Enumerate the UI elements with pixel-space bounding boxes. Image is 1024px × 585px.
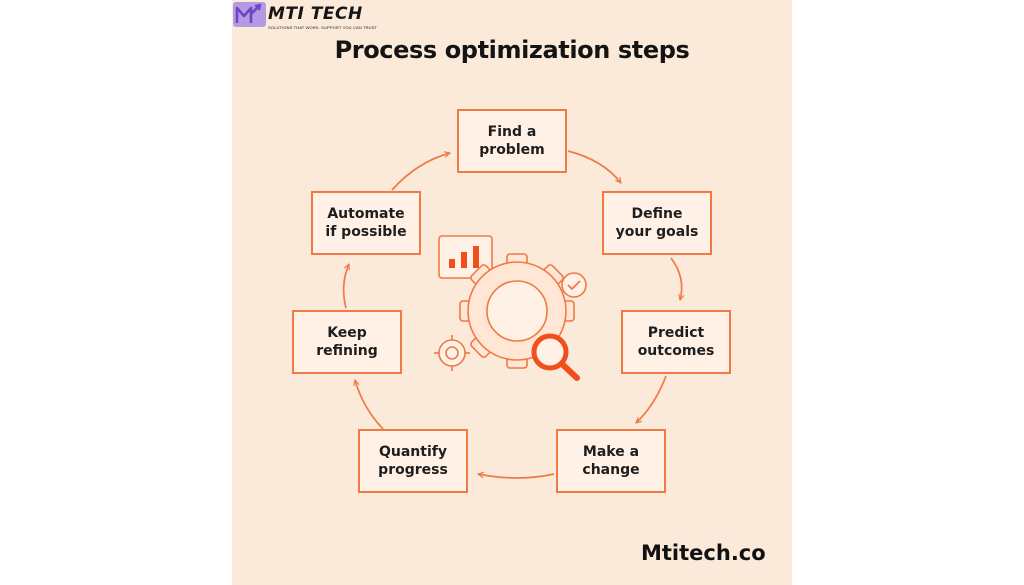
arrow-quantify-to-keep bbox=[355, 380, 384, 430]
arrow-predict-to-change bbox=[636, 375, 667, 423]
target-icon bbox=[434, 335, 470, 371]
check-circle-icon bbox=[561, 272, 587, 298]
step-automate-if-possible: Automate if possible bbox=[311, 191, 421, 255]
page-title: Process optimization steps bbox=[334, 36, 690, 64]
arrow-keep-to-automate bbox=[342, 264, 349, 309]
step-quantify-progress: Quantify progress bbox=[358, 429, 468, 493]
step-make-a-change: Make a change bbox=[556, 429, 666, 493]
brand-name: MTI TECH bbox=[268, 4, 363, 24]
arrow-automate-to-find bbox=[391, 153, 450, 191]
magnifier-icon bbox=[531, 333, 580, 381]
step-find-a-problem: Find a problem bbox=[457, 109, 567, 173]
gear-icon bbox=[459, 253, 575, 369]
arrow-find-to-define bbox=[567, 150, 621, 183]
step-predict-outcomes: Predict outcomes bbox=[621, 310, 731, 374]
step-keep-refining: Keep refining bbox=[292, 310, 402, 374]
footer-website: Mtitech.co bbox=[641, 541, 766, 565]
arrow-change-to-quantify bbox=[478, 474, 555, 479]
arrow-define-to-predict bbox=[670, 257, 682, 300]
step-define-your-goals: Define your goals bbox=[602, 191, 712, 255]
bar-chart-icon bbox=[438, 235, 493, 279]
brand-tagline: SOLUTIONS THAT WORK. SUPPORT YOU CAN TRU… bbox=[268, 25, 378, 30]
logo-icon bbox=[233, 2, 266, 27]
